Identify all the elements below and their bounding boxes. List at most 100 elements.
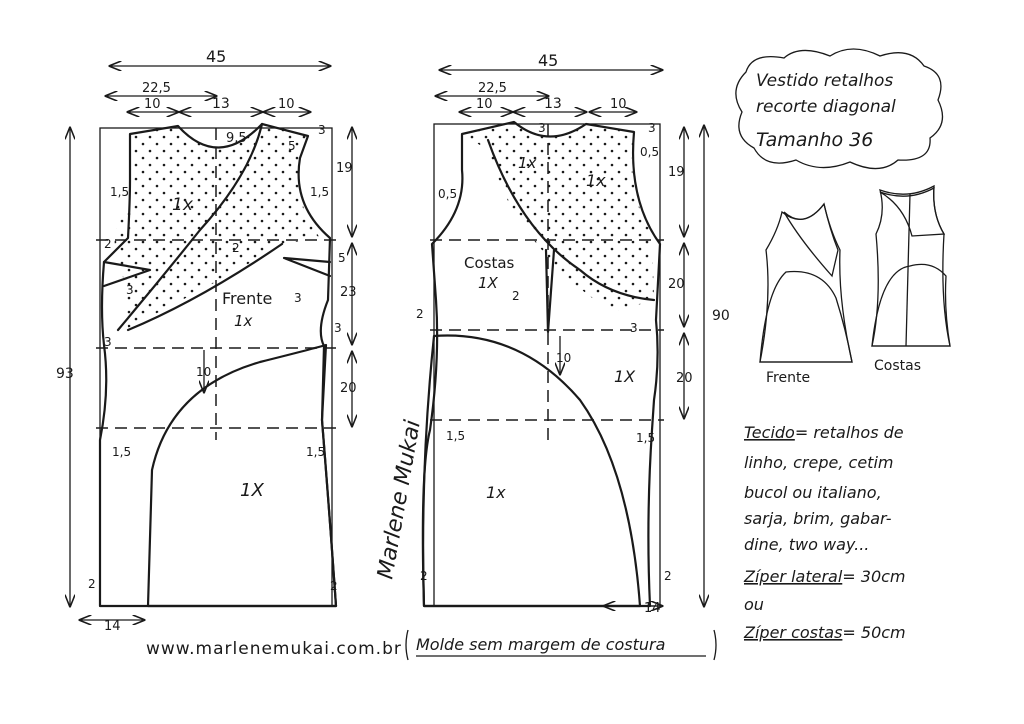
front-hem-depth: 10 — [196, 365, 211, 379]
front-armhole-depth: 19 — [336, 161, 353, 176]
front-width-total: 45 — [206, 47, 226, 66]
front-armhole-left: 1,5 — [110, 185, 129, 199]
back-hem-depth: 10 — [556, 351, 571, 365]
back-center: 2 — [416, 307, 424, 321]
back-shoulder-drop: 3 — [648, 121, 656, 135]
front-qty-bottom: 1X — [240, 480, 264, 501]
zip-back-line: Zíper costas= 50cm — [743, 623, 906, 642]
zip-back-label: Zíper costas — [743, 623, 842, 642]
title-line-2: recorte diagonal — [756, 97, 896, 117]
back-dotted-yoke — [462, 122, 654, 312]
front-hatched-panel — [146, 343, 338, 608]
front-hip-right: 3 — [334, 321, 342, 335]
front-labels: 45 22,5 10 13 10 9,5 3 5 19 1,5 1,5 1x 2… — [56, 47, 357, 634]
thumb-back-label: Costas — [874, 358, 921, 374]
back-hip: 3 — [630, 321, 638, 335]
fabric-text-1: = retalhos de — [795, 423, 904, 442]
footer-website: www.marlenemukai.com.br — [146, 639, 402, 659]
back-length: 90 — [712, 308, 730, 324]
back-shoulder-right: 10 — [610, 97, 627, 112]
back-hem-right: 2 — [664, 569, 672, 583]
back-qty-mid: 1X — [478, 274, 499, 292]
front-dotted-yoke — [114, 124, 321, 328]
front-label: Frente — [222, 289, 272, 308]
front-length: 93 — [56, 366, 74, 382]
back-dart-left: 2 — [512, 289, 520, 303]
zip-side-label: Zíper lateral — [743, 567, 843, 586]
back-flare-right: 1,5 — [636, 431, 655, 445]
front-right-dart — [282, 256, 332, 278]
front-pattern — [70, 66, 352, 620]
back-label: Costas — [464, 254, 515, 272]
front-left-dart — [102, 260, 152, 288]
front-qty-mid: 1x — [234, 312, 253, 330]
back-qty-top-left: 1x — [518, 154, 537, 172]
front-bust: 2 — [104, 237, 112, 251]
zip-or: ou — [744, 595, 764, 614]
front-hem-right: 2 — [330, 579, 338, 593]
back-qty-right: 1X — [614, 367, 636, 386]
back-armhole-left: 0,5 — [438, 187, 457, 201]
front-waist-bust: 5 — [338, 251, 346, 265]
back-width-total: 45 — [538, 51, 558, 70]
fabric-text-3: bucol ou italiano, — [744, 483, 882, 502]
front-bust-center: 2 — [232, 241, 240, 255]
back-hem-width: 14 — [644, 601, 661, 616]
front-shoulder-drop: 3 — [318, 123, 326, 137]
front-diagonal-seam — [116, 122, 264, 332]
front-qty-top: 1x — [172, 195, 194, 215]
back-qty-bottom: 1x — [486, 483, 506, 502]
back-flare-left: 1,5 — [446, 429, 465, 443]
thumb-front-label: Frente — [766, 370, 810, 386]
back-half-width: 22,5 — [478, 81, 507, 96]
zip-side-value: = 30cm — [842, 567, 905, 586]
back-center-dart — [544, 248, 556, 334]
back-thumbnail — [871, 184, 951, 347]
back-neck-drop: 3 — [538, 121, 546, 135]
front-armhole-right: 1,5 — [310, 185, 329, 199]
back-shoulder-left: 10 — [476, 97, 493, 112]
front-thumbnail — [759, 202, 853, 363]
back-qty-top-right: 1x — [586, 171, 606, 190]
back-diagonal-seam — [486, 138, 656, 302]
front-lower-20: 20 — [340, 381, 357, 396]
front-flare-right: 1,5 — [306, 445, 325, 459]
front-half-width: 22,5 — [142, 81, 171, 96]
back-neck: 13 — [544, 96, 562, 112]
title-cloud — [735, 48, 944, 170]
front-shoulder-right: 10 — [278, 97, 295, 112]
back-armhole-depth: 19 — [668, 165, 685, 180]
back-outline — [421, 120, 662, 608]
fabric-text-2: linho, crepe, cetim — [744, 453, 893, 472]
title-line-3: Tamanho 36 — [756, 129, 873, 151]
footer-note: Molde sem margem de costura — [416, 635, 665, 654]
back-labels: 45 22,5 10 13 10 3 3 0,5 0,5 19 1x 1x Co… — [416, 51, 730, 616]
front-dart-left: 3 — [126, 283, 134, 297]
zip-side-line: Zíper lateral= 30cm — [743, 567, 906, 586]
zip-back-value: = 50cm — [842, 623, 905, 642]
front-neck: 13 — [212, 96, 230, 112]
front-neck-depth: 9,5 — [226, 131, 247, 146]
front-hem-width: 14 — [104, 619, 121, 634]
fabric-text-5: dine, two way... — [744, 535, 869, 554]
front-hip-left: 3 — [104, 335, 112, 349]
front-side-23: 23 — [340, 285, 357, 300]
front-shoulder-slope: 5 — [288, 139, 296, 153]
fabric-text-4: sarja, brim, gabar- — [744, 509, 892, 528]
back-armhole-right: 0,5 — [640, 145, 659, 159]
fabric-label: Tecido — [744, 423, 795, 442]
front-outline — [98, 122, 338, 608]
back-hatched-panel — [422, 334, 642, 608]
back-hem-left: 2 — [420, 569, 428, 583]
front-dart-right: 3 — [294, 291, 302, 305]
front-shoulder-left: 10 — [144, 97, 161, 112]
back-side-20-b: 20 — [676, 371, 693, 386]
front-hem-left: 2 — [88, 577, 96, 591]
front-flare-left: 1,5 — [112, 445, 131, 459]
fabric-line-1: Tecido= retalhos de — [744, 423, 904, 442]
title-line-1: Vestido retalhos — [756, 71, 893, 91]
signature: Marlene Mukai — [373, 418, 426, 581]
back-pattern — [421, 70, 704, 608]
back-side-20-a: 20 — [668, 277, 685, 292]
